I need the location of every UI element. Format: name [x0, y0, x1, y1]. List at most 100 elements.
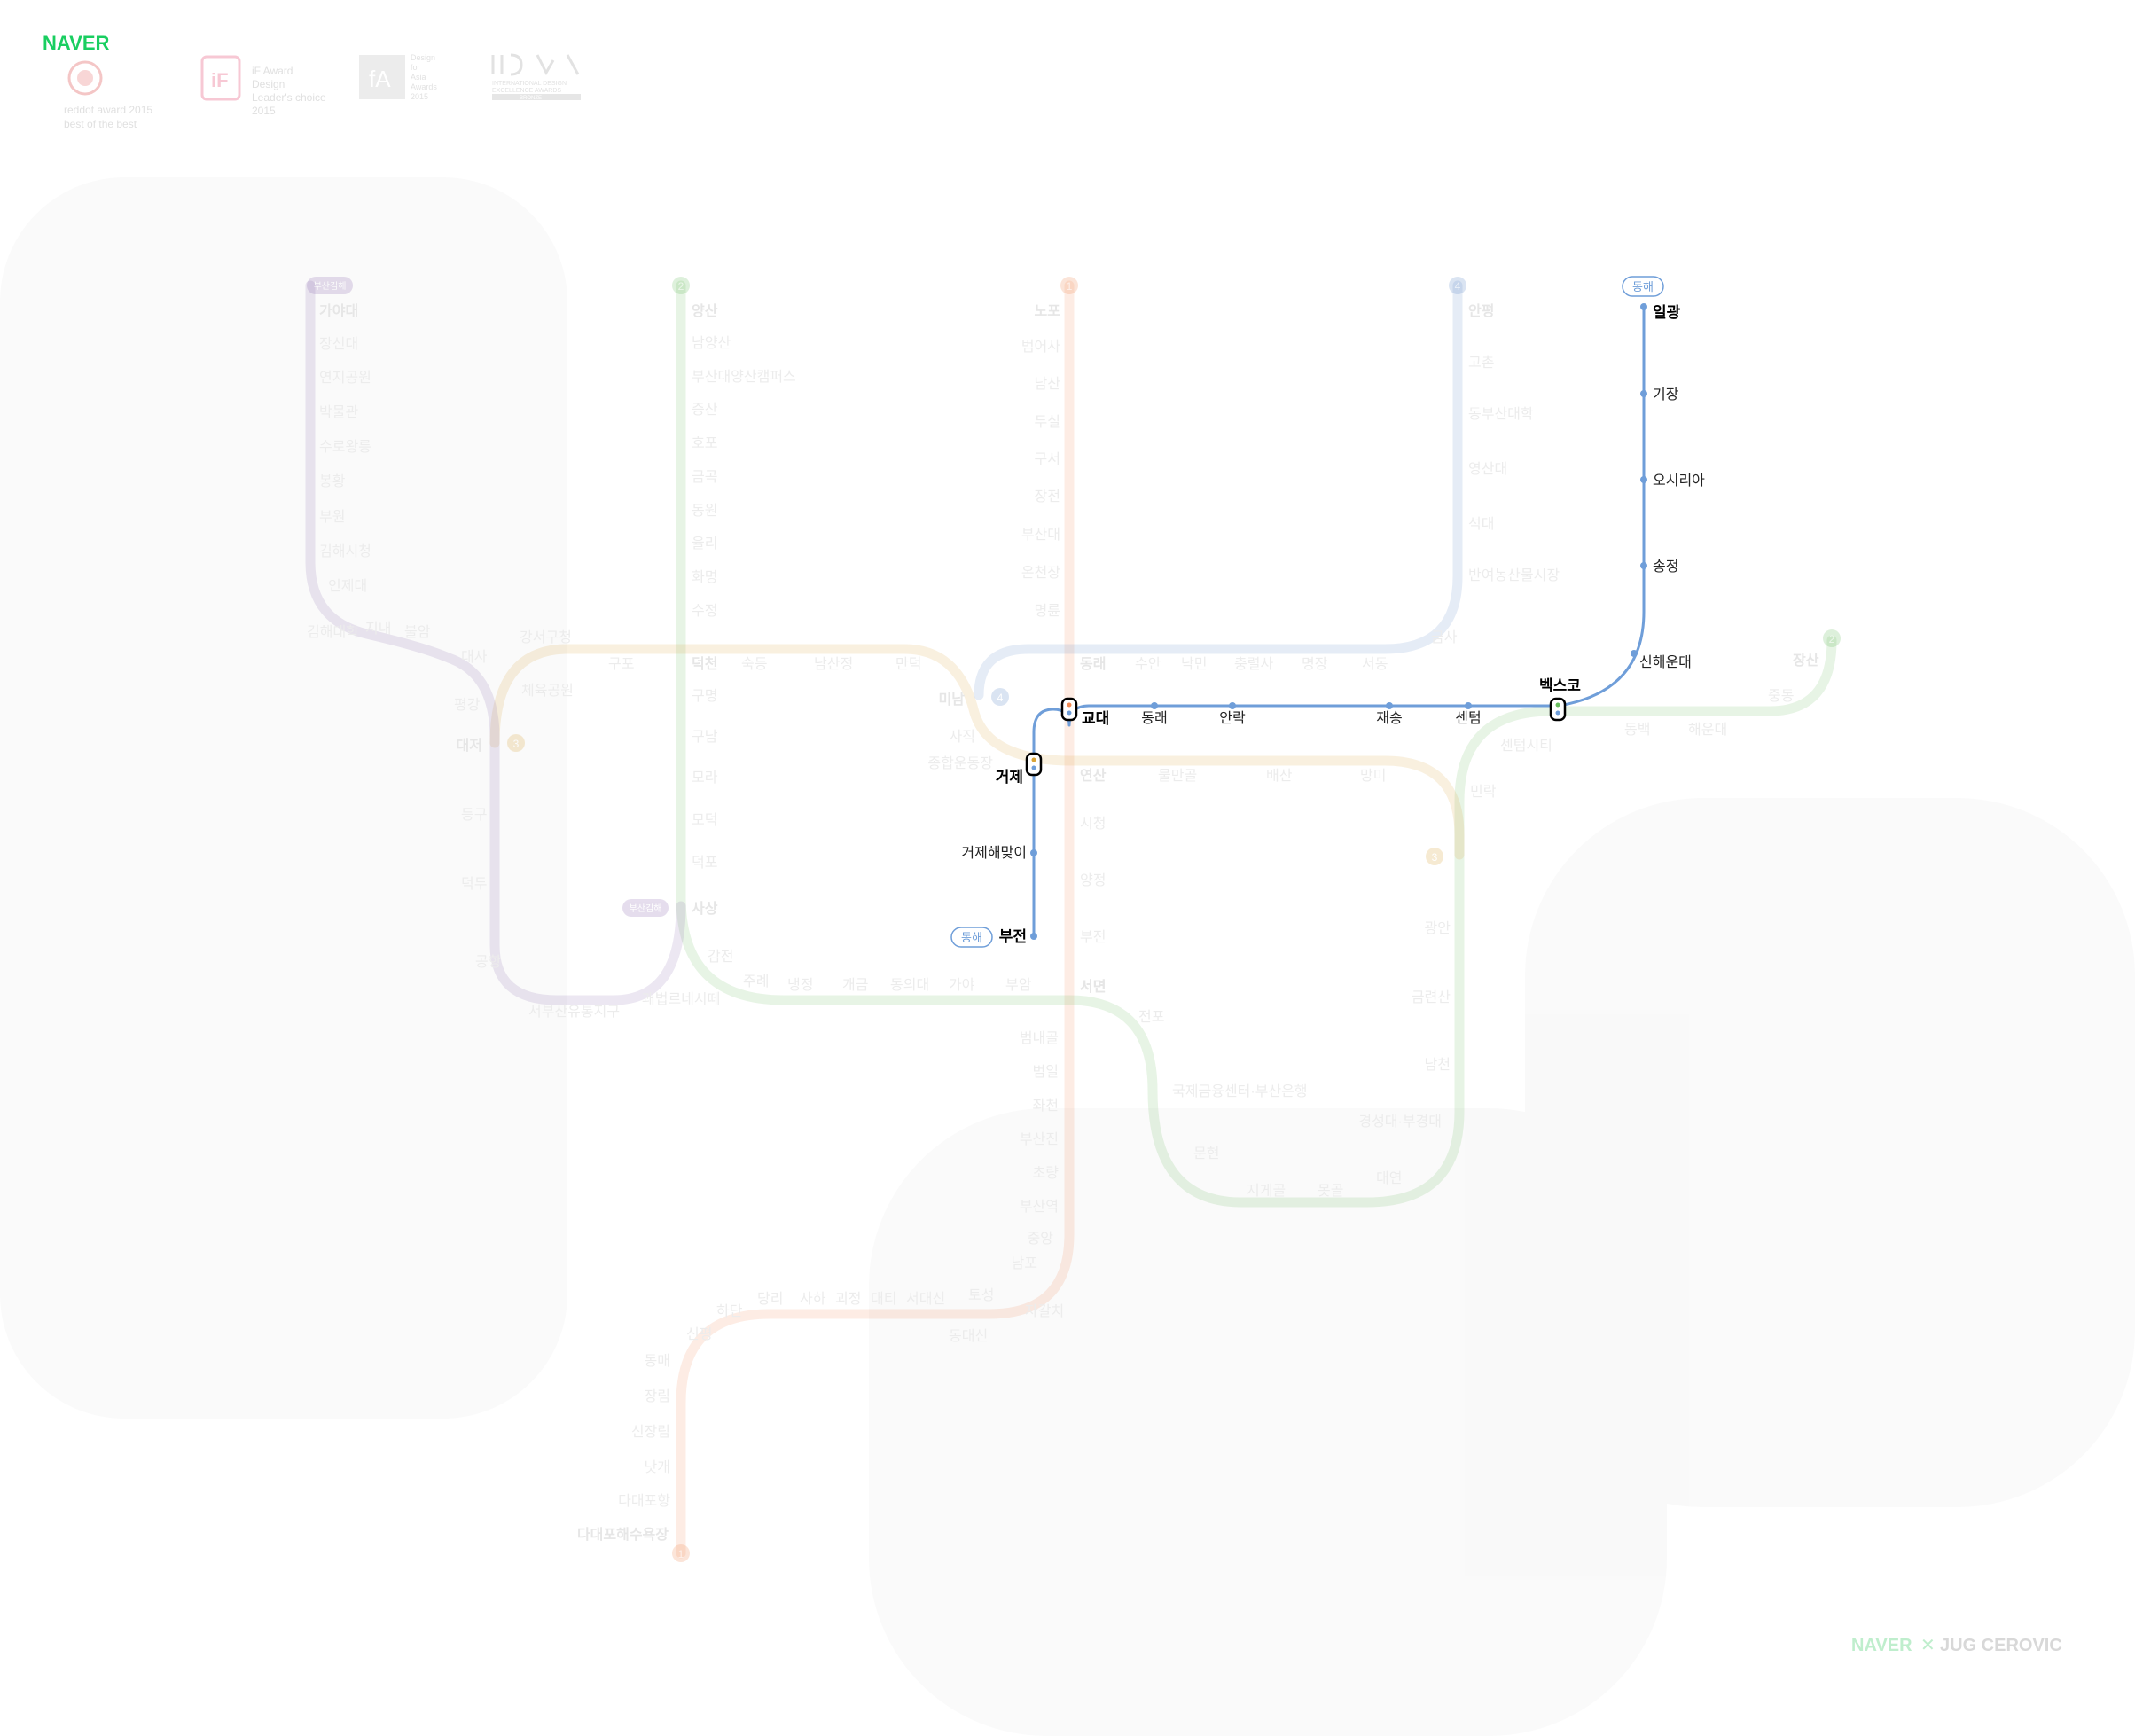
station-dot-jaesong[interactable] [1386, 702, 1393, 709]
station-line2-12[interactable]: 구남 [692, 729, 718, 745]
station-dot-sinhaeundae[interactable] [1631, 650, 1638, 657]
station-label-gijang[interactable]: 기장 [1653, 387, 1679, 403]
station-line1-16[interactable]: 범내골 [1020, 1030, 1059, 1046]
station-line1-8[interactable]: 명륜 [1035, 603, 1060, 619]
station-line2-14[interactable]: 모덕 [692, 812, 717, 828]
station-line1-13[interactable]: 양정 [1080, 872, 1106, 888]
station-gimhae-2[interactable]: 연지공원 [319, 370, 371, 386]
station-line4-11[interactable]: 동부산대학 [1468, 406, 1534, 422]
station-line2-29[interactable]: 못골 [1318, 1184, 1343, 1199]
station-line2-18[interactable]: 주례 [743, 974, 769, 989]
station-line2-36[interactable]: 민락 [1470, 784, 1497, 800]
station-line2-7[interactable]: 율리 [692, 536, 717, 551]
station-line1-32[interactable]: 하단 [716, 1303, 743, 1319]
station-line2-9[interactable]: 수정 [692, 603, 717, 619]
station-line4-9[interactable]: 석대 [1468, 516, 1494, 532]
station-line2-34[interactable]: 광안 [1425, 920, 1451, 936]
station-gimhae-10[interactable]: 지내 [365, 621, 391, 637]
station-line1-39[interactable]: 다대포해수욕장 [577, 1527, 669, 1543]
station-label-sinhaeundae[interactable]: 신해운대 [1639, 654, 1692, 670]
station-label-ilgwang[interactable]: 일광 [1653, 304, 1681, 321]
station-gimhae-13[interactable]: 평강 [454, 697, 481, 713]
station-label-gyodae[interactable]: 교대 [1082, 710, 1109, 727]
station-line1-17[interactable]: 범일 [1033, 1064, 1059, 1080]
station-label-jaesong[interactable]: 재송 [1376, 710, 1402, 726]
station-line3-2[interactable]: 배산 [1266, 768, 1293, 784]
station-gimhae-9[interactable]: 김해대학 [307, 624, 359, 640]
station-line2-27[interactable]: 문현 [1193, 1146, 1219, 1161]
station-line2-6[interactable]: 동원 [692, 503, 717, 519]
station-dot-songjeong[interactable] [1640, 562, 1647, 569]
station-line1-31[interactable]: 당리 [757, 1291, 783, 1307]
station-line1-9[interactable]: 동래 [1080, 656, 1106, 672]
station-line1-1[interactable]: 범어사 [1021, 339, 1060, 355]
station-gimhae-1[interactable]: 장신대 [319, 336, 358, 352]
station-line3-10[interactable]: 남산정 [814, 656, 853, 672]
station-dot-dongnae[interactable] [1151, 702, 1158, 709]
station-line1-25[interactable]: 토성 [968, 1287, 994, 1303]
station-line2-31[interactable]: 경성대·부경대 [1358, 1114, 1442, 1130]
transfer-bexco[interactable] [1549, 697, 1567, 722]
station-line2-1[interactable]: 남양산 [692, 335, 731, 351]
station-gimhae-0[interactable]: 가야대 [319, 303, 358, 319]
station-gimhae-19[interactable]: 괘법르네시떼 [642, 991, 720, 1007]
station-line2-28[interactable]: 지게골 [1247, 1183, 1286, 1199]
station-line1-29[interactable]: 괴정 [835, 1291, 861, 1307]
station-line1-6[interactable]: 부산대 [1021, 527, 1060, 543]
station-line1-2[interactable]: 남산 [1035, 376, 1061, 392]
station-gimhae-16[interactable]: 덕두 [461, 876, 487, 892]
station-line3-3[interactable]: 물만골 [1158, 768, 1197, 784]
station-line1-34[interactable]: 동매 [645, 1353, 670, 1369]
station-line1-12[interactable]: 시청 [1080, 816, 1106, 832]
station-dot-gijang[interactable] [1640, 390, 1647, 397]
station-line2-8[interactable]: 화명 [692, 569, 717, 585]
station-gimhae-6[interactable]: 부원 [319, 509, 345, 525]
station-gimhae-11[interactable]: 불암 [404, 624, 431, 640]
station-line1-24[interactable]: 자갈치 [1025, 1303, 1064, 1319]
station-line1-4[interactable]: 구서 [1035, 451, 1060, 467]
station-line1-30[interactable]: 사하 [800, 1291, 826, 1307]
station-line2-0[interactable]: 양산 [692, 303, 718, 319]
station-dot-geojehaemaji[interactable] [1030, 849, 1037, 856]
station-label-centum[interactable]: 센텀 [1455, 710, 1481, 726]
station-line2-10[interactable]: 덕천 [692, 656, 717, 672]
station-line1-22[interactable]: 중앙 [1028, 1231, 1054, 1247]
station-gimhae-15[interactable]: 등구 [461, 808, 487, 823]
station-line4-6[interactable]: 서동 [1362, 656, 1388, 672]
station-line3-6[interactable]: 종합운동장 [927, 755, 993, 771]
station-line4-2[interactable]: 수안 [1135, 656, 1161, 672]
station-line4-4[interactable]: 충렬사 [1234, 656, 1273, 672]
station-line1-7[interactable]: 온천장 [1021, 565, 1060, 581]
naver-logo[interactable]: NAVER [43, 32, 109, 54]
station-dot-osiria[interactable] [1640, 476, 1647, 483]
station-line2-11[interactable]: 구명 [692, 688, 717, 704]
donghae-line[interactable]: 동해 동해 일광 기장 오시리아 송정 신해운대 벡스코 센텀 재송 안락 동래… [950, 276, 1705, 948]
station-line3-9[interactable]: 만덕 [895, 656, 921, 672]
station-line1-11[interactable]: 연산 [1080, 768, 1107, 784]
station-line1-27[interactable]: 서대신 [906, 1291, 945, 1307]
station-label-songjeong[interactable]: 송정 [1653, 559, 1678, 575]
station-line2-17[interactable]: 감전 [708, 949, 733, 965]
station-line1-5[interactable]: 장전 [1035, 489, 1060, 504]
station-label-geoje[interactable]: 거제 [996, 769, 1023, 786]
station-line1-23[interactable]: 남포 [1012, 1255, 1037, 1271]
transfer-gyodae[interactable] [1060, 697, 1078, 722]
station-line1-0[interactable]: 노포 [1035, 304, 1061, 319]
station-line4-7[interactable]: 금사 [1431, 629, 1458, 645]
station-line1-18[interactable]: 좌천 [1033, 1098, 1059, 1114]
station-line2-3[interactable]: 증산 [692, 402, 718, 418]
station-gimhae-8[interactable]: 인제대 [328, 578, 367, 594]
station-gimhae-7[interactable]: 김해시청 [319, 543, 371, 559]
station-line2-20[interactable]: 개금 [842, 977, 868, 993]
station-line1-35[interactable]: 장림 [645, 1388, 670, 1404]
donghae-badge-top[interactable] [1622, 276, 1664, 297]
station-dot-ilgwang[interactable] [1640, 303, 1647, 310]
station-label-geojehaemaji[interactable]: 거제해맞이 [961, 845, 1027, 861]
station-gimhae-12[interactable]: 대사 [461, 649, 488, 665]
station-line2-15[interactable]: 덕포 [692, 855, 717, 871]
station-line4-10[interactable]: 영산대 [1468, 461, 1507, 477]
station-line2-37[interactable]: 센텀시티 [1500, 738, 1552, 754]
station-label-bujeon[interactable]: 부전 [999, 928, 1027, 945]
station-line1-28[interactable]: 대티 [871, 1291, 896, 1307]
station-dot-centum[interactable] [1465, 702, 1472, 709]
